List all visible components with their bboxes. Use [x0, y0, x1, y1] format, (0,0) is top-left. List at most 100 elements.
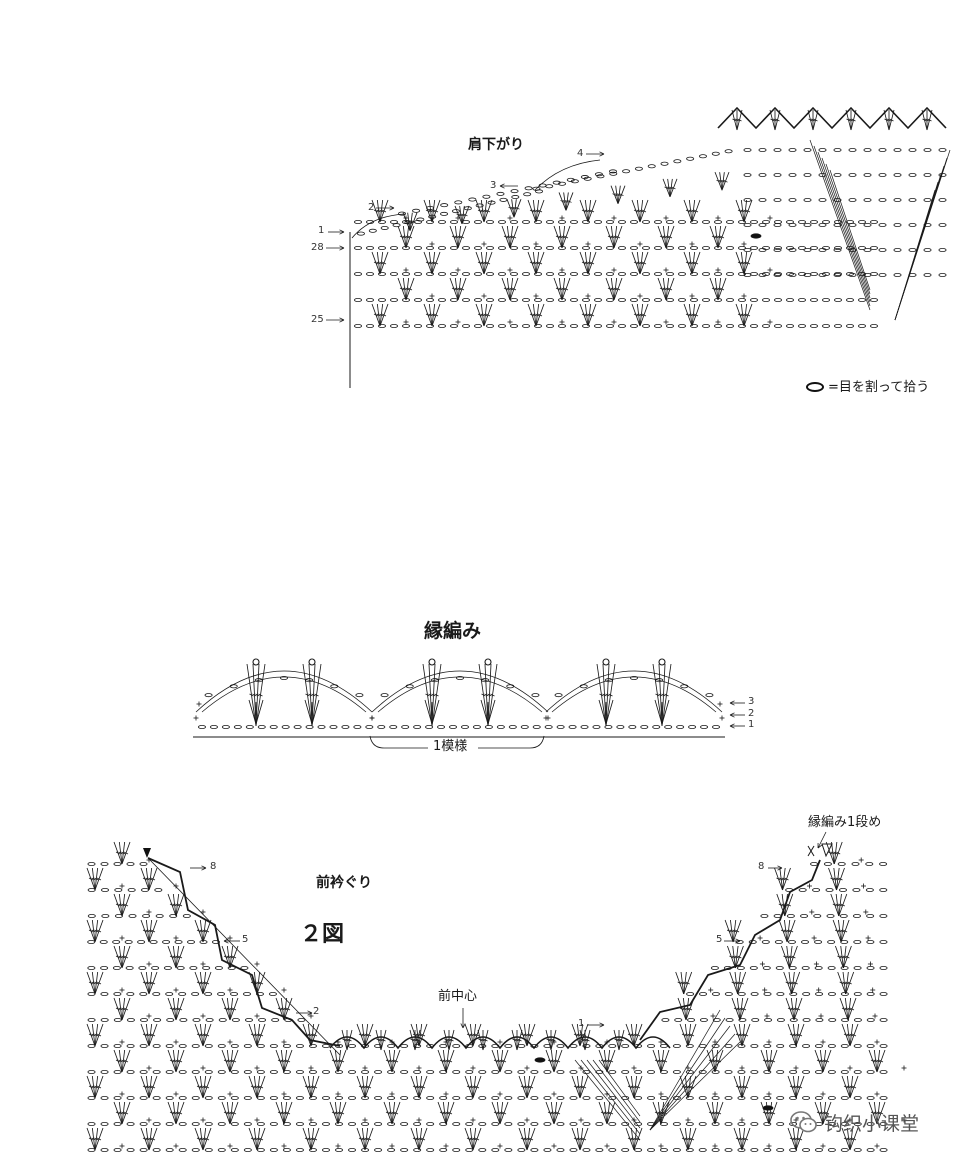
- chain-stitch: [491, 1096, 500, 1101]
- dc-bar: [480, 313, 485, 317]
- shell-stitch: [825, 841, 843, 865]
- chain-stitch: [449, 245, 458, 250]
- single-crochet-mark: [820, 1143, 826, 1149]
- shell-stitch: [275, 997, 293, 1021]
- chain-stitch: [776, 1148, 785, 1153]
- chain-stitch: [853, 940, 862, 945]
- dc-bar: [461, 213, 466, 217]
- dc-bar: [732, 929, 737, 933]
- single-crochet-mark: [757, 935, 763, 941]
- shell-stitch: [86, 867, 104, 891]
- dc-bar: [407, 235, 413, 239]
- picot: [252, 658, 260, 666]
- lattice: [580, 1059, 641, 1135]
- dc-bar: [608, 693, 613, 697]
- dc-bar: [307, 1137, 312, 1141]
- chain-stitch: [659, 1096, 668, 1101]
- edging-chart: [193, 658, 745, 749]
- chain-stitch: [825, 888, 834, 893]
- dc-bar: [256, 1085, 261, 1089]
- chain-stitch: [685, 1148, 694, 1153]
- chain-stitch: [569, 1096, 578, 1101]
- dc-bar: [553, 1059, 558, 1063]
- dc-bar: [735, 1033, 741, 1037]
- dc-bar: [681, 1137, 687, 1141]
- single-crochet-mark: [793, 1117, 799, 1123]
- arrow-head: [777, 865, 783, 871]
- shell-stitch: [302, 663, 322, 727]
- dc-bar: [226, 1111, 231, 1115]
- chain-stitch: [853, 1096, 862, 1101]
- single-crochet-mark: [874, 1091, 880, 1097]
- single-crochet-mark: [200, 1117, 206, 1123]
- dc-bar: [714, 1059, 719, 1063]
- chain-stitch: [308, 1096, 317, 1101]
- dc-bar: [529, 209, 535, 213]
- dc-bar: [411, 220, 416, 224]
- shell-stitch: [605, 277, 623, 301]
- chain-stitch: [485, 245, 494, 250]
- shell-stitch: [781, 945, 798, 969]
- dc-bar: [605, 693, 610, 697]
- dc-bar: [121, 1007, 126, 1011]
- dc-bar: [613, 287, 618, 291]
- dc-bar: [418, 1085, 423, 1089]
- dc-bar: [789, 1033, 795, 1037]
- dc-bar: [150, 877, 156, 881]
- chain-stitch: [113, 1096, 122, 1101]
- single-crochet-mark: [335, 1143, 341, 1149]
- front-center-label: 前中心: [438, 989, 478, 1004]
- dc-bar: [849, 1033, 854, 1037]
- dc-bar: [614, 1038, 619, 1042]
- single-crochet-mark: [807, 883, 812, 889]
- single-crochet-mark: [119, 883, 125, 889]
- chain-stitch: [763, 1122, 772, 1127]
- chain-stitch: [473, 219, 482, 224]
- chain-stitch: [546, 297, 555, 302]
- chain-stitch: [724, 1070, 733, 1075]
- chain-stitch: [87, 914, 96, 919]
- row-2-arrow: [376, 205, 395, 211]
- dc-bar: [493, 1111, 499, 1115]
- chain-stitch: [761, 940, 770, 945]
- chain-stitch: [865, 862, 874, 867]
- dc-bar: [373, 261, 379, 265]
- chain-stitch: [243, 1096, 252, 1101]
- shell-stitch: [356, 1023, 374, 1047]
- dc-bar: [253, 1033, 258, 1037]
- chain-stitch: [737, 1122, 746, 1127]
- shell-stitch: [140, 919, 158, 943]
- chain-stitch: [774, 297, 783, 302]
- dc-bar: [418, 1137, 423, 1141]
- chain-stitch: [530, 1070, 539, 1075]
- chain-stitch: [866, 914, 875, 919]
- dc-bar: [846, 1137, 851, 1141]
- dc-bar: [844, 981, 850, 985]
- dc-bar: [682, 981, 688, 985]
- chain-stitch: [618, 271, 627, 276]
- single-crochet-mark: [712, 1143, 718, 1149]
- chain-stitch: [802, 1044, 811, 1049]
- chain-stitch: [152, 1148, 161, 1153]
- chain-stitch: [878, 222, 887, 227]
- lattice: [649, 1033, 736, 1131]
- dc-bar: [848, 118, 854, 122]
- single-crochet-mark: [281, 1143, 287, 1149]
- dc-bar: [684, 1085, 689, 1089]
- dc-bar: [550, 1111, 555, 1115]
- dc-bar: [717, 287, 722, 291]
- dc-bar: [312, 1137, 318, 1141]
- chain-stitch: [866, 940, 875, 945]
- dc-bar: [573, 1033, 579, 1037]
- chain-stitch: [700, 725, 709, 730]
- single-crochet-mark: [146, 909, 152, 915]
- chain-stitch: [687, 1018, 696, 1023]
- chain-stitch: [841, 1018, 850, 1023]
- chain-stitch: [618, 219, 627, 224]
- chain-stitch: [789, 1018, 798, 1023]
- shell-stitch: [397, 277, 415, 301]
- chain-stitch: [152, 992, 161, 997]
- neck-left-5-arrow: [223, 938, 240, 944]
- edging-row-3: 3: [748, 696, 755, 707]
- chain-stitch: [737, 992, 746, 997]
